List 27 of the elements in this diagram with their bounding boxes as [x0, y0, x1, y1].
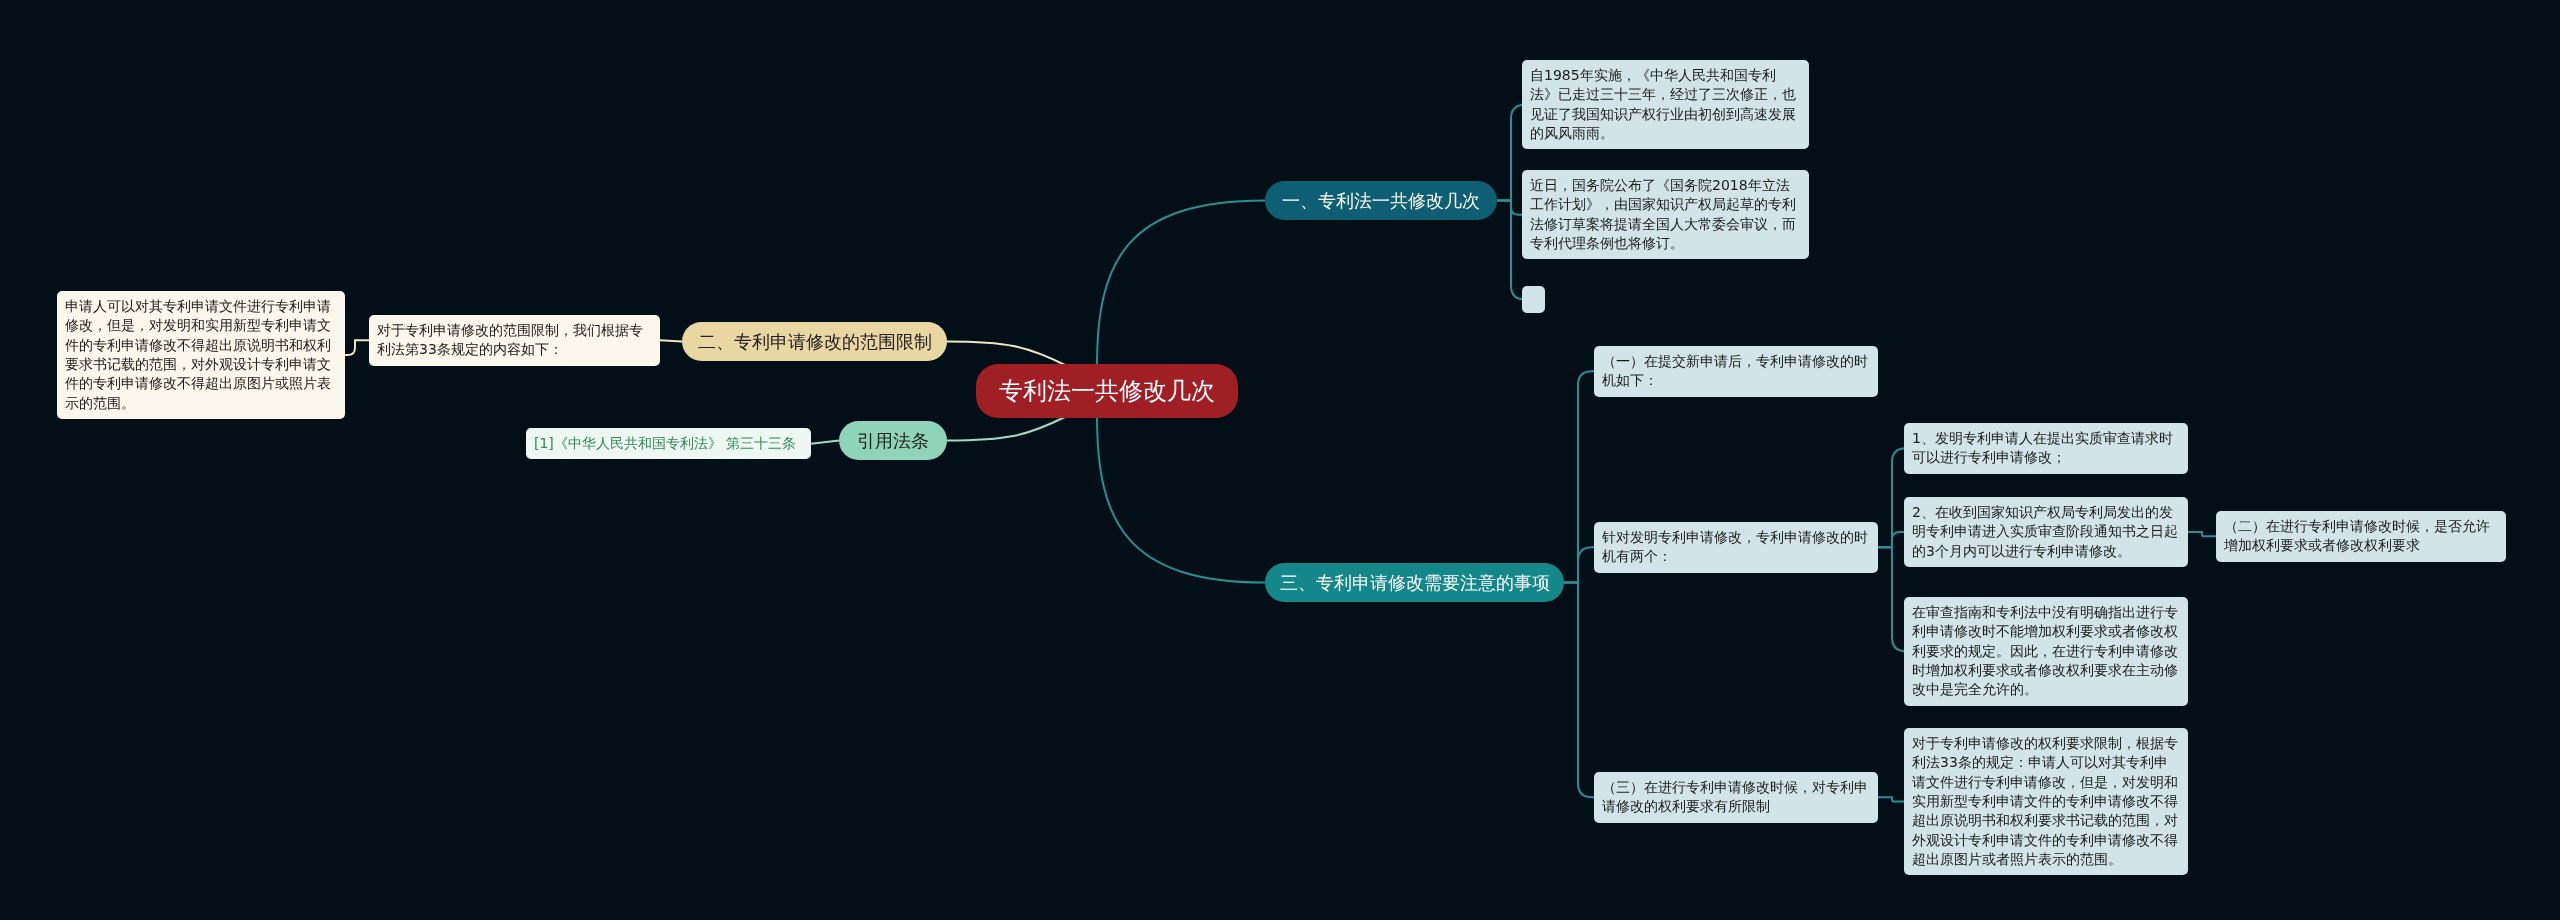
- note-card: 申请人可以对其专利申请文件进行专利申请修改，但是，对发明和实用新型专利申请文件的专利申请修改不得超出原说明书和权利要求书记载的范围，对外观设计专利申请文件的专利申请修改不得超出原图片或照片表示的范围。: [57, 291, 345, 419]
- connector-line: [344, 339, 370, 356]
- note-card: 在审查指南和专利法中没有明确指出进行专利申请修改时不能增加权利要求或者修改权利要求的规定。因此，在进行专利申请修改时增加权利要求或者修改权利要求在主动修改中是完全允许的。: [1904, 597, 2188, 706]
- branch-topic: 一、专利法一共修改几次: [1265, 181, 1497, 220]
- empty-note-card: [1522, 286, 1545, 313]
- branch-topic: 引用法条: [839, 421, 947, 460]
- central-topic: 专利法一共修改几次: [976, 364, 1238, 418]
- connector-line: [1096, 199, 1266, 367]
- connector-line: [1563, 581, 1595, 799]
- citation-card: [1]《中华人民共和国专利法》 第三十三条: [526, 428, 811, 460]
- note-card: 针对发明专利申请修改，专利申请修改的时机有两个：: [1594, 522, 1878, 573]
- note-card: 2、在收到国家知识产权局专利局发出的发明专利申请进入实质审查阶段通知书之日起的3个月内可以进行专利申请修改。: [1904, 497, 2188, 567]
- branch-topic: 二、专利申请修改的范围限制: [682, 322, 947, 361]
- branch-topic: 三、专利申请修改需要注意的事项: [1265, 563, 1564, 602]
- connector-line: [1877, 796, 1905, 803]
- connector-line: [2187, 530, 2217, 538]
- note-card: 自1985年实施，《中华人民共和国专利法》已走过三十三年，经过了三次修正，也见证了我国知识产权行业由初创到高速发展的风风雨雨。: [1522, 60, 1809, 150]
- note-card: 近日，国务院公布了《国务院2018年立法工作计划》，由国家知识产权局起草的专利法修订草案将提请全国人大常委会审议，而专利代理条例也将修订。: [1522, 170, 1809, 260]
- note-card: （三）在进行专利申请修改时候，对专利申请修改的权利要求有所限制: [1594, 772, 1878, 823]
- note-card: 对于专利申请修改的范围限制，我们根据专利法第33条规定的内容如下：: [369, 315, 660, 366]
- note-card: （二）在进行专利申请修改时候，是否允许增加权利要求或者修改权利要求: [2216, 511, 2506, 562]
- note-card: 对于专利申请修改的权利要求限制，根据专利法33条的规定：申请人可以对其专利申请文件进行专利申请修改，但是，对发明和实用新型专利申请文件的专利申请修改不得超出原说明书和权利要求书记载的范围，对外观设计专利申请文件的专利申请修改不得超出原图片或者照片表示的范围。: [1904, 728, 2188, 876]
- connector-line: [810, 439, 840, 445]
- connector-line: [1096, 415, 1266, 584]
- connector-line: [659, 339, 683, 343]
- note-card: 1、发明专利申请人在提出实质审查请求时可以进行专利申请修改；: [1904, 423, 2188, 474]
- note-card: （一）在提交新申请后，专利申请修改的时机如下：: [1594, 346, 1878, 397]
